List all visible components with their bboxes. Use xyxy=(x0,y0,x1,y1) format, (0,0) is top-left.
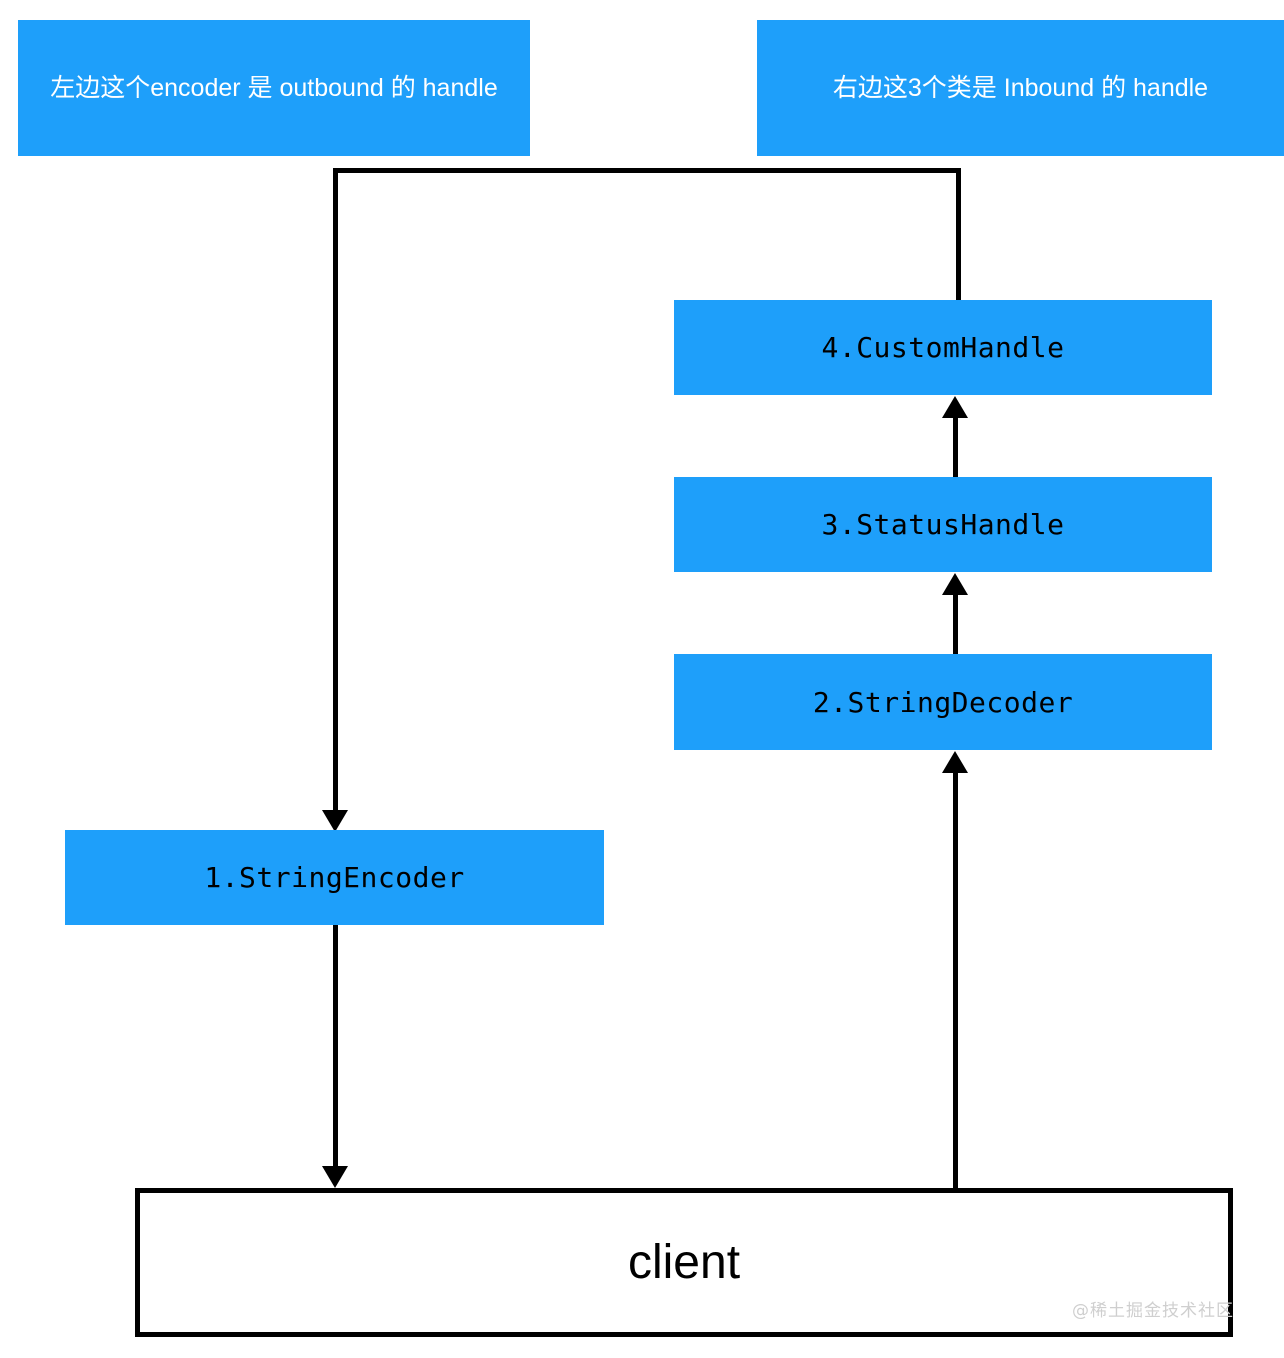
edge-decoder-to-status-vertical xyxy=(953,594,958,654)
edge-client-to-decoder-arrowhead xyxy=(942,751,968,773)
node-string-decoder[interactable]: 2.StringDecoder xyxy=(674,654,1212,750)
note-inbound-handle: 右边这3个类是 Inbound 的 handle xyxy=(757,20,1284,156)
edge-decoder-to-status-arrowhead xyxy=(942,573,968,595)
node-string-encoder[interactable]: 1.StringEncoder xyxy=(65,830,604,925)
watermark-label: @稀土掘金技术社区 xyxy=(1072,1301,1234,1321)
edge-rail-top xyxy=(333,168,961,173)
edge-custom-to-encoder-arrowhead xyxy=(322,810,348,832)
note-outbound-handle: 左边这个encoder 是 outbound 的 handle xyxy=(18,20,530,156)
edge-status-to-custom-vertical xyxy=(953,417,958,477)
edge-status-to-custom-arrowhead xyxy=(942,396,968,418)
node-custom-handle[interactable]: 4.CustomHandle xyxy=(674,300,1212,395)
edge-encoder-to-client-vertical xyxy=(333,925,338,1168)
edge-rail-right-down xyxy=(956,168,961,302)
edge-custom-to-encoder-vertical xyxy=(333,168,338,814)
edge-encoder-to-client-arrowhead xyxy=(322,1166,348,1188)
node-client[interactable]: client xyxy=(135,1188,1233,1337)
node-status-handle[interactable]: 3.StatusHandle xyxy=(674,477,1212,572)
edge-client-to-decoder-vertical xyxy=(953,772,958,1190)
